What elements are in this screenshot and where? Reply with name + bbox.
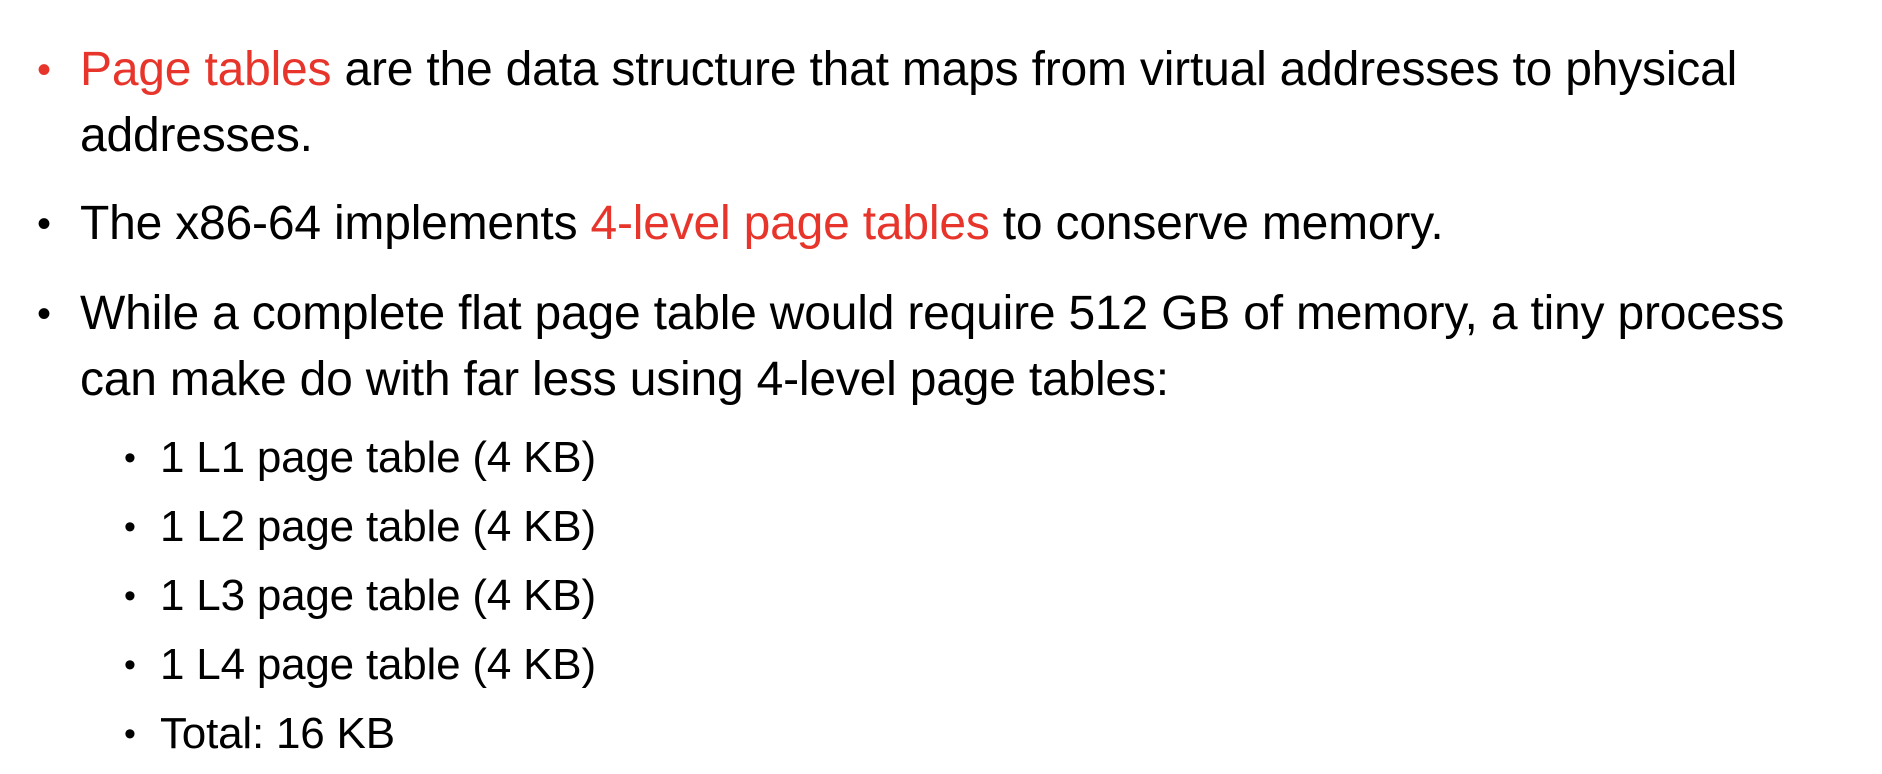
highlight-page-tables: Page tables [80, 43, 332, 96]
sub-bullet-text: 1 L2 page table (4 KB) [160, 502, 596, 551]
sub-bullet-total: • Total: 16 KB [124, 706, 395, 762]
bullet-x86-64: • The x86-64 implements 4-level page tab… [37, 191, 1840, 257]
bullet-dot: • [37, 292, 51, 336]
sub-bullet-l4: • 1 L4 page table (4 KB) [124, 637, 596, 693]
sub-bullet-dot: • [124, 508, 136, 546]
sub-bullet-text: 1 L3 page table (4 KB) [160, 571, 596, 620]
sub-bullet-dot: • [124, 577, 136, 615]
bullet-dot: • [37, 48, 51, 92]
sub-bullet-l2: • 1 L2 page table (4 KB) [124, 499, 596, 555]
bullet-text: are the data structure that maps from vi… [80, 43, 1738, 162]
sub-bullet-dot: • [124, 646, 136, 684]
bullet-text-after: to conserve memory. [989, 197, 1444, 250]
sub-bullet-dot: • [124, 715, 136, 753]
highlight-4-level-page-tables: 4-level page tables [590, 197, 990, 250]
sub-bullet-l1: • 1 L1 page table (4 KB) [124, 430, 596, 486]
sub-bullet-l3: • 1 L3 page table (4 KB) [124, 568, 596, 624]
bullet-page-tables: • Page tables are the data structure tha… [37, 37, 1840, 169]
sub-bullet-text: 1 L4 page table (4 KB) [160, 640, 596, 689]
bullet-dot: • [37, 202, 51, 246]
sub-bullet-dot: • [124, 439, 136, 477]
bullet-flat-page-table: • While a complete flat page table would… [37, 281, 1840, 413]
bullet-text: While a complete flat page table would r… [80, 287, 1785, 406]
sub-bullet-text: 1 L1 page table (4 KB) [160, 433, 596, 482]
sub-bullet-text: Total: 16 KB [160, 709, 395, 758]
bullet-text-before: The x86-64 implements [80, 197, 591, 250]
